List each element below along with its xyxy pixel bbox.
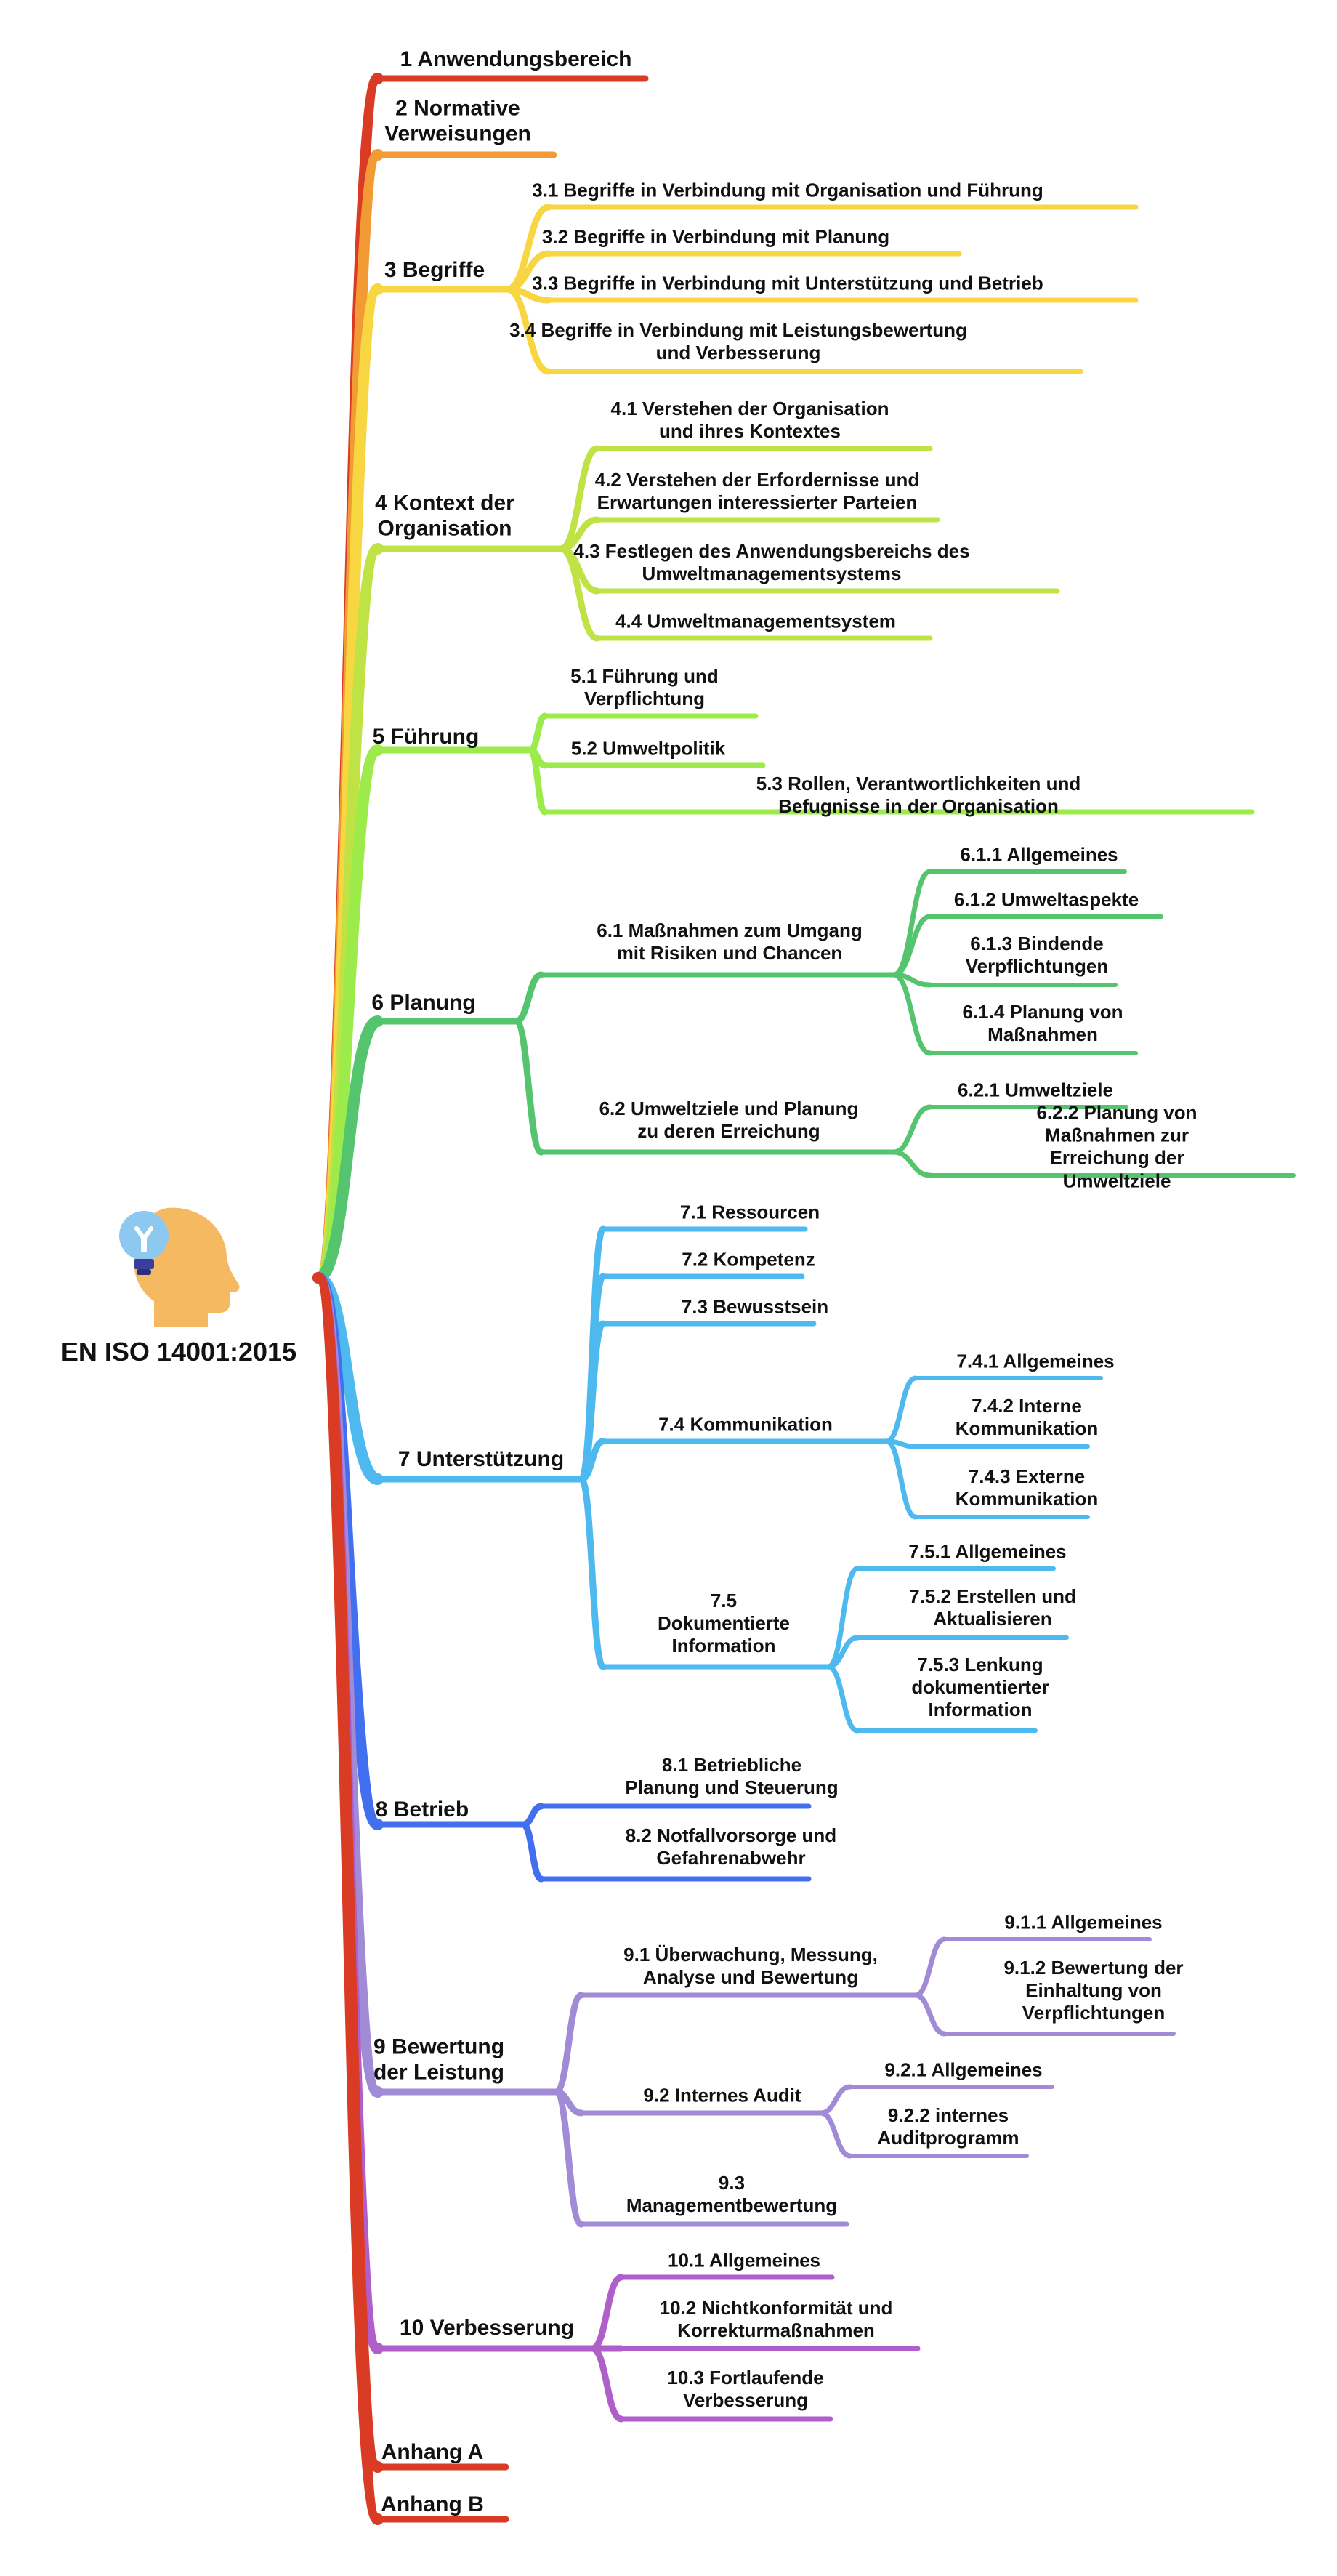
node-n9[interactable]: 9 Bewertung der Leistung (373, 2034, 505, 2085)
node-n4-1[interactable]: 4.1 Verstehen der Organisation und ihres… (610, 397, 889, 442)
node-n8-2[interactable]: 8.2 Notfallvorsorge und Gefahrenabwehr (625, 1824, 837, 1869)
node-n9-3[interactable]: 9.3 Managementbewertung (626, 2171, 838, 2216)
node-n8-1[interactable]: 8.1 Betriebliche Planung und Steuerung (625, 1753, 839, 1798)
node-n7-4[interactable]: 7.4 Kommunikation (658, 1413, 833, 1436)
node-n6-2-1[interactable]: 6.2.1 Umweltziele (958, 1079, 1113, 1101)
connector-line (891, 972, 933, 1056)
node-n3-1[interactable]: 3.1 Begriffe in Verbindung mit Organisat… (532, 179, 1043, 201)
connector-line (312, 1015, 384, 1284)
connector-line (557, 545, 601, 642)
node-n3-3[interactable]: 3.3 Begriffe in Verbindung mit Unterstüt… (532, 272, 1043, 294)
connector-line (913, 1936, 948, 1998)
connector-line (818, 2110, 853, 2159)
node-n5-3[interactable]: 5.3 Rollen, Verantwortlichkeiten und Bef… (756, 772, 1081, 817)
node-n3-4[interactable]: 3.4 Begriffe in Verbindung mit Leistungs… (509, 318, 967, 363)
connector-line (818, 2084, 853, 2116)
connector-line (913, 1992, 948, 2037)
node-n10-1[interactable]: 10.1 Allgemeines (667, 2249, 821, 2271)
connector-line (552, 2088, 585, 2228)
node-n6-1-3[interactable]: 6.1.3 Bindende Verpflichtungen (965, 932, 1109, 977)
node-n6-1-1[interactable]: 6.1.1 Allgemeines (960, 843, 1118, 866)
connector-line (891, 869, 933, 978)
node-n3-2[interactable]: 3.2 Begriffe in Verbindung mit Planung (541, 225, 890, 248)
node-n9-2-1[interactable]: 9.2.1 Allgemeines (884, 2058, 1043, 2081)
connector-line (884, 1375, 918, 1444)
node-n6-1-2[interactable]: 6.1.2 Umweltaspekte (953, 888, 1139, 911)
node-n4-4[interactable]: 4.4 Umweltmanagementsystem (615, 610, 896, 632)
node-n9-1-2[interactable]: 9.1.2 Bewertung der Einhaltung von Verpf… (1003, 1957, 1184, 2024)
node-n7-1[interactable]: 7.1 Ressourcen (679, 1201, 820, 1223)
connector-line (520, 1821, 545, 1883)
node-n7-3[interactable]: 7.3 Bewusstsein (681, 1295, 829, 1318)
connector-line (312, 1272, 384, 2525)
node-n7-4-2[interactable]: 7.4.2 Interne Kommunikation (955, 1394, 1099, 1439)
connector-line (520, 1803, 545, 1828)
node-nA[interactable]: Anhang A (381, 2439, 484, 2464)
root-title: EN ISO 14001:2015 (60, 1337, 297, 1367)
node-n10-3[interactable]: 10.3 Fortlaufende Verbesserung (667, 2366, 824, 2411)
connector-line (589, 2274, 625, 2352)
node-n9-2-2[interactable]: 9.2.2 internes Auditprogramm (877, 2104, 1019, 2149)
connector-line (578, 1476, 607, 1670)
connector-line (512, 1018, 545, 1156)
node-n7-4-3[interactable]: 7.4.3 Externe Kommunikation (955, 1465, 1099, 1510)
node-n9-1[interactable]: 9.1 Überwachung, Messung, Analyse und Be… (623, 1943, 878, 1988)
head-lightbulb-icon (119, 1207, 240, 1327)
node-n7-5-3[interactable]: 7.5.3 Lenkung dokumentierter Information (911, 1654, 1049, 1721)
node-n3[interactable]: 3 Begriffe (384, 257, 485, 282)
node-n9-1-1[interactable]: 9.1.1 Allgemeines (1004, 1911, 1163, 1933)
connector-line (504, 286, 552, 375)
node-n10[interactable]: 10 Verbesserung (399, 2315, 575, 2340)
node-nB[interactable]: Anhang B (381, 2492, 484, 2516)
node-n6[interactable]: 6 Planung (371, 990, 476, 1015)
connector-line (589, 2345, 625, 2423)
connector-line (825, 1664, 860, 1734)
node-n1[interactable]: 1 Anwendungsbereich (400, 47, 632, 71)
connector-line (884, 1438, 918, 1520)
connector-line (512, 971, 545, 1025)
node-n7-5[interactable]: 7.5 Dokumentierte Information (657, 1590, 791, 1657)
connector-line (527, 746, 549, 816)
node-n7-5-1[interactable]: 7.5.1 Allgemeines (908, 1540, 1067, 1563)
node-n9-2[interactable]: 9.2 Internes Audit (643, 2084, 801, 2106)
node-n6-1[interactable]: 6.1 Maßnahmen zum Umgang mit Risiken und… (597, 919, 863, 964)
node-n4[interactable]: 4 Kontext der Organisation (375, 491, 514, 541)
connector-line (891, 1149, 933, 1178)
connector-line (552, 1992, 585, 2096)
node-n2[interactable]: 2 Normative Verweisungen (384, 96, 531, 146)
connector-line (891, 1104, 933, 1155)
node-n4-2[interactable]: 4.2 Verstehen der Erfordernisse und Erwa… (594, 468, 920, 513)
node-n6-2[interactable]: 6.2 Umweltziele und Planung zu deren Err… (599, 1097, 859, 1142)
node-n7-2[interactable]: 7.2 Kompetenz (682, 1248, 815, 1271)
node-n7-5-2[interactable]: 7.5.2 Erstellen und Aktualisieren (909, 1585, 1076, 1630)
node-n6-1-4[interactable]: 6.1.4 Planung von Maßnahmen (962, 1000, 1123, 1045)
node-n10-2[interactable]: 10.2 Nichtkonformität und Korrekturmaßna… (659, 2296, 893, 2341)
node-n4-3[interactable]: 4.3 Festlegen des Anwendungsbereichs des… (573, 539, 970, 584)
node-n6-2-2[interactable]: 6.2.2 Planung von Maßnahmen zur Erreichu… (1036, 1101, 1197, 1192)
connector-line (527, 712, 549, 754)
node-n5-2[interactable]: 5.2 Umweltpolitik (570, 737, 726, 760)
node-n7-4-1[interactable]: 7.4.1 Allgemeines (956, 1350, 1115, 1372)
node-n8[interactable]: 8 Betrieb (375, 1797, 469, 1822)
node-n7[interactable]: 7 Unterstützung (397, 1446, 565, 1471)
node-n5-1[interactable]: 5.1 Führung und Verpflichtung (570, 664, 719, 709)
node-n5[interactable]: 5 Führung (372, 724, 480, 749)
